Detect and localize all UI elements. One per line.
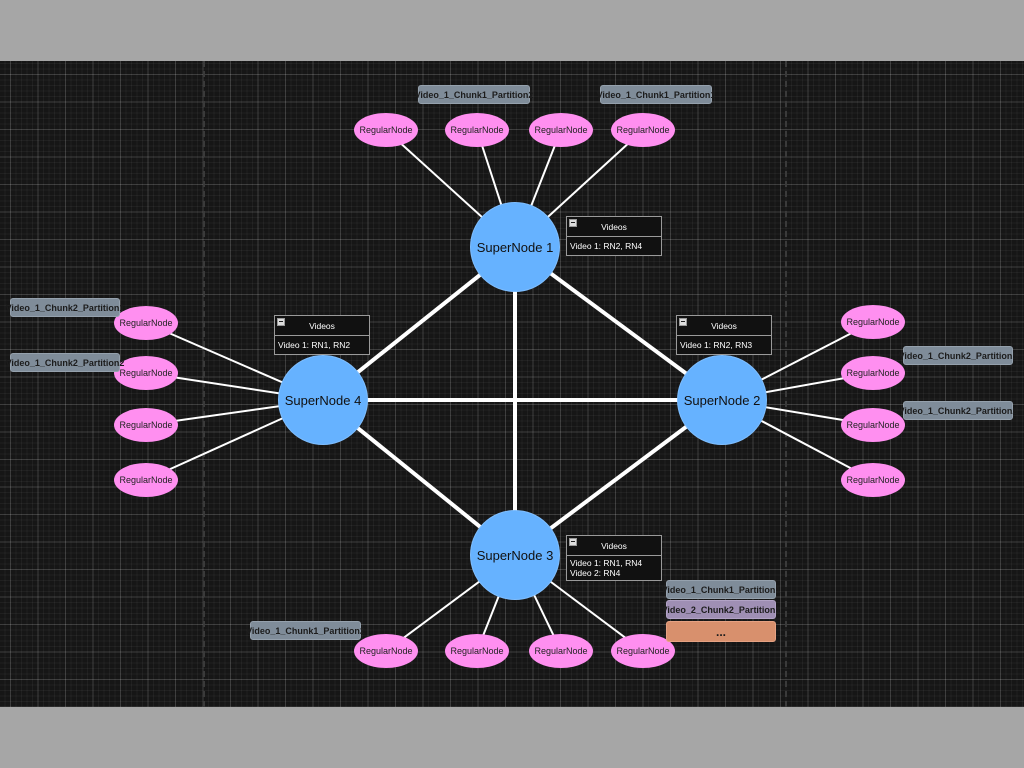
regular-node[interactable]: RegularNode	[841, 463, 905, 497]
supernode-label: SuperNode 3	[476, 547, 554, 563]
partition-tag[interactable]: Video_1_Chunk1_Partition2	[246, 621, 365, 640]
videos-header-label: Videos	[601, 540, 627, 551]
regular-node-label: RegularNode	[846, 475, 900, 485]
partition-tag-label: Video_1_Chunk2_Partition2	[898, 405, 1018, 416]
collapse-icon[interactable]	[277, 318, 285, 326]
videos-table-body: Video 1: RN2, RN3	[677, 336, 771, 354]
partition-tag[interactable]: Video_1_Chunk2_Partition2	[6, 353, 124, 372]
partition-tag[interactable]: Video_1_Chunk1_Partition1	[597, 85, 715, 104]
supernode-2[interactable]: SuperNode 2	[677, 355, 767, 445]
regular-node[interactable]: RegularNode	[114, 356, 178, 390]
regular-node-label: RegularNode	[846, 420, 900, 430]
regular-node[interactable]: RegularNode	[611, 634, 675, 668]
regular-node[interactable]: RegularNode	[841, 305, 905, 339]
regular-node-label: RegularNode	[359, 646, 413, 656]
regular-node-label: RegularNode	[359, 125, 413, 135]
videos-table-header: Videos	[275, 316, 369, 336]
regular-node[interactable]: RegularNode	[114, 408, 178, 442]
regular-node[interactable]: RegularNode	[529, 113, 593, 147]
videos-table-body: Video 1: RN1, RN4 Video 2: RN4	[567, 556, 661, 580]
videos-row: Video 1: RN2, RN4	[570, 241, 643, 251]
videos-table-header: Videos	[567, 217, 661, 237]
videos-table-sn3[interactable]: Videos Video 1: RN1, RN4 Video 2: RN4	[566, 535, 662, 581]
videos-row: Video 1: RN1, RN4	[570, 558, 643, 568]
partition-tag-label: Video_1_Chunk2_Partition2	[5, 357, 125, 368]
regular-node[interactable]: RegularNode	[114, 306, 178, 340]
supernode-label: SuperNode 1	[476, 239, 554, 255]
partition-tag-more[interactable]: ...	[666, 621, 776, 642]
partition-tag[interactable]: Video_1_Chunk1_Partition1	[662, 580, 780, 599]
partition-tag-label: Video_1_Chunk1_Partition2	[414, 89, 534, 100]
videos-table-body: Video 1: RN1, RN2	[275, 336, 369, 354]
regular-node-label: RegularNode	[616, 125, 670, 135]
regular-node-label: RegularNode	[534, 646, 588, 656]
videos-table-sn2[interactable]: Videos Video 1: RN2, RN3	[676, 315, 772, 355]
regular-node-label: RegularNode	[616, 646, 670, 656]
partition-tag-label: Video_1_Chunk1_Partition2	[246, 625, 365, 636]
regular-node-label: RegularNode	[846, 317, 900, 327]
videos-table-sn4[interactable]: Videos Video 1: RN1, RN2	[274, 315, 370, 355]
supernode-4[interactable]: SuperNode 4	[278, 355, 368, 445]
partition-tag[interactable]: Video_2_Chunk2_Partition1	[662, 600, 780, 619]
regular-node-label: RegularNode	[119, 318, 173, 328]
regular-node-label: RegularNode	[119, 368, 173, 378]
regular-node[interactable]: RegularNode	[114, 463, 178, 497]
videos-table-header: Videos	[677, 316, 771, 336]
page-break-line	[785, 61, 787, 707]
videos-row: Video 1: RN1, RN2	[278, 340, 351, 350]
partition-tag-label: Video_1_Chunk2_Partition1	[898, 350, 1018, 361]
collapse-icon[interactable]	[569, 219, 577, 227]
videos-row: Video 1: RN2, RN3	[680, 340, 753, 350]
supernode-3[interactable]: SuperNode 3	[470, 510, 560, 600]
regular-node-label: RegularNode	[846, 368, 900, 378]
videos-table-header: Videos	[567, 536, 661, 556]
partition-tag-label: Video_1_Chunk2_Partition1	[5, 302, 125, 313]
partition-tag-label: ...	[715, 624, 726, 639]
collapse-icon[interactable]	[569, 538, 577, 546]
supernode-label: SuperNode 4	[284, 392, 362, 408]
regular-node[interactable]: RegularNode	[841, 408, 905, 442]
regular-node[interactable]: RegularNode	[611, 113, 675, 147]
supernode-1[interactable]: SuperNode 1	[470, 202, 560, 292]
regular-node-label: RegularNode	[119, 420, 173, 430]
regular-node[interactable]: RegularNode	[354, 634, 418, 668]
regular-node[interactable]: RegularNode	[841, 356, 905, 390]
page-break-line	[203, 61, 205, 707]
regular-node-label: RegularNode	[119, 475, 173, 485]
videos-header-label: Videos	[711, 320, 737, 331]
videos-header-label: Videos	[309, 320, 335, 331]
partition-tag-label: Video_1_Chunk1_Partition1	[661, 584, 781, 595]
videos-table-body: Video 1: RN2, RN4	[567, 237, 661, 255]
regular-node[interactable]: RegularNode	[354, 113, 418, 147]
regular-node[interactable]: RegularNode	[445, 113, 509, 147]
partition-tag[interactable]: Video_1_Chunk2_Partition1	[899, 346, 1017, 365]
partition-tag[interactable]: Video_1_Chunk1_Partition2	[415, 85, 533, 104]
videos-row: Video 2: RN4	[570, 568, 621, 578]
regular-node[interactable]: RegularNode	[529, 634, 593, 668]
partition-tag-label: Video_1_Chunk1_Partition1	[596, 89, 716, 100]
videos-table-sn1[interactable]: Videos Video 1: RN2, RN4	[566, 216, 662, 256]
diagram-canvas[interactable]: SuperNode 1 SuperNode 2 SuperNode 3 Supe…	[0, 61, 1024, 707]
partition-tag[interactable]: Video_1_Chunk2_Partition1	[6, 298, 124, 317]
supernode-label: SuperNode 2	[683, 392, 761, 408]
videos-header-label: Videos	[601, 221, 627, 232]
regular-node[interactable]: RegularNode	[445, 634, 509, 668]
regular-node-label: RegularNode	[450, 646, 504, 656]
regular-node-label: RegularNode	[450, 125, 504, 135]
partition-tag[interactable]: Video_1_Chunk2_Partition2	[899, 401, 1017, 420]
partition-tag-label: Video_2_Chunk2_Partition1	[661, 604, 781, 615]
regular-node-label: RegularNode	[534, 125, 588, 135]
collapse-icon[interactable]	[679, 318, 687, 326]
